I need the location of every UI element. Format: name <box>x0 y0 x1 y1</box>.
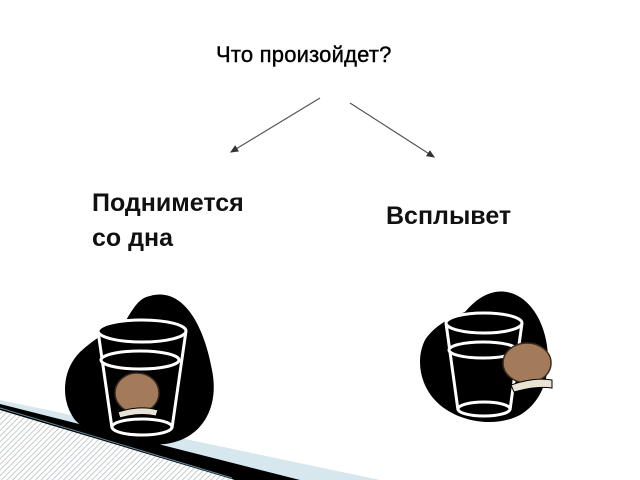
option-float-up: Всплывет <box>386 199 511 234</box>
option-line: Всплывет <box>386 202 512 230</box>
potato-icon <box>114 372 160 419</box>
option-line: Поднимется <box>92 189 244 217</box>
hatched-area <box>0 410 235 480</box>
option-rise-from-bottom: Поднимется со дна <box>92 186 244 256</box>
question-title: Что произойдет? <box>216 42 392 67</box>
potato-icon <box>502 342 553 393</box>
glass-icon <box>444 311 524 418</box>
glass-icon <box>96 318 188 437</box>
arrow-right <box>349 102 436 158</box>
option-line: со дна <box>92 224 173 252</box>
arrow-left <box>229 97 321 153</box>
